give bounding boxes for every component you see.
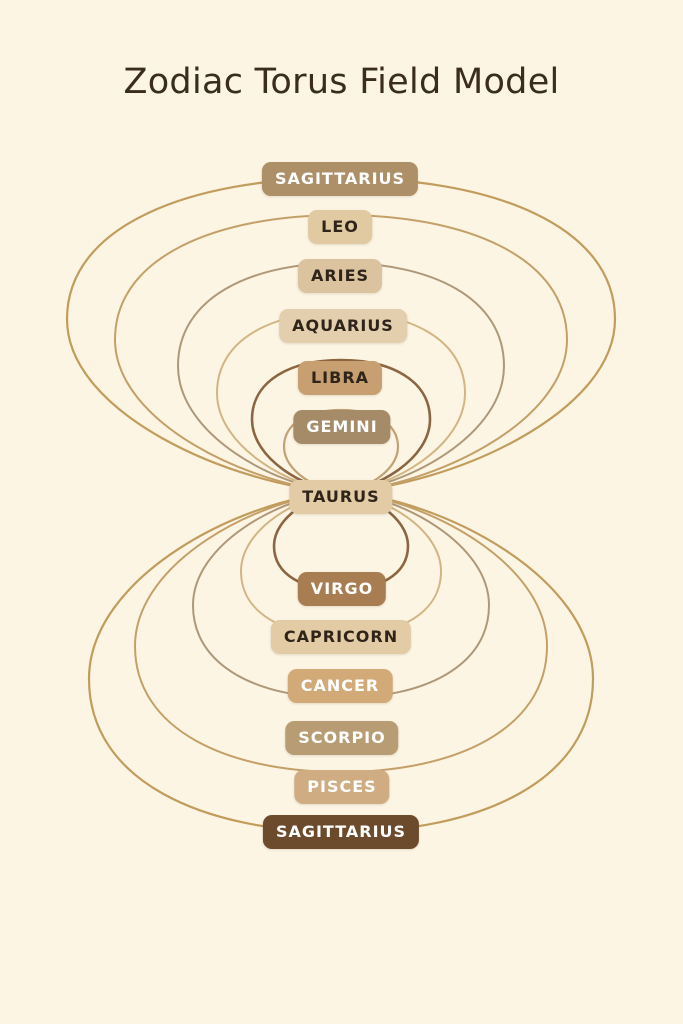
- label-sagittarius-top: SAGITTARIUS: [261, 162, 419, 196]
- label-scorpio: SCORPIO: [285, 721, 399, 755]
- field-line-cancer: [191, 491, 491, 699]
- label-aries: ARIES: [297, 259, 383, 293]
- field-line-outer-bottom: [87, 490, 595, 834]
- diagram-title: Zodiac Torus Field Model: [123, 62, 560, 102]
- label-virgo: VIRGO: [297, 572, 387, 606]
- label-pisces: PISCES: [294, 770, 390, 804]
- field-line-leo: [113, 214, 569, 493]
- field-line-aries: [176, 262, 506, 493]
- label-taurus: TAURUS: [289, 480, 393, 514]
- label-leo: LEO: [308, 210, 372, 244]
- label-cancer: CANCER: [287, 669, 393, 703]
- label-libra: LIBRA: [297, 361, 383, 395]
- field-line-outer: [65, 176, 617, 494]
- label-sagittarius-bottom: SAGITTARIUS: [262, 815, 420, 849]
- label-capricorn: CAPRICORN: [270, 620, 412, 654]
- label-gemini: GEMINI: [293, 410, 391, 444]
- label-aquarius: AQUARIUS: [279, 309, 407, 343]
- field-line-scorpio: [133, 491, 549, 773]
